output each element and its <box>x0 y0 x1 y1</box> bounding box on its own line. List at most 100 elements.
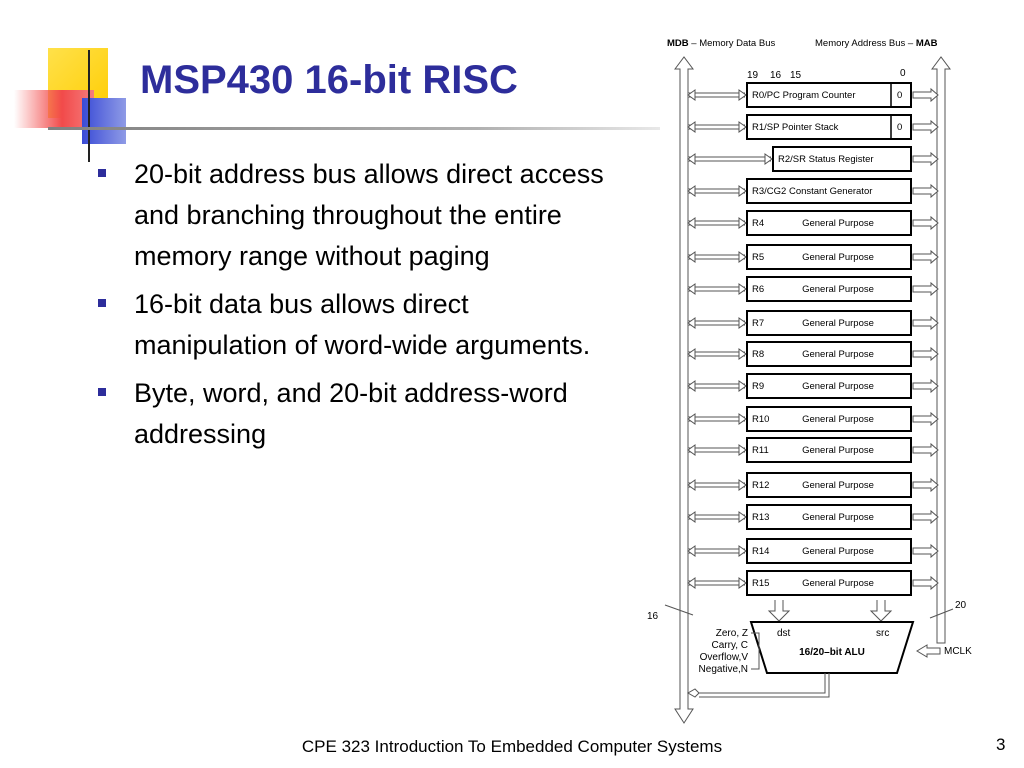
register-purpose: General Purpose <box>802 381 874 392</box>
mclk-label: MCLK <box>944 646 972 657</box>
bullet-item: 16-bit data bus allows direct manipulati… <box>96 284 626 366</box>
register-mdb-arrowheads <box>687 413 747 425</box>
flag-connector <box>751 632 760 670</box>
register-mab-link <box>912 249 939 265</box>
register-purpose: General Purpose <box>802 578 874 589</box>
register-row: R15 General Purpose <box>687 570 939 596</box>
register-name: R7 <box>752 318 764 329</box>
register-row: R1/SP Pointer Stack 0 <box>687 114 939 140</box>
cpu-block-diagram: MDB – Memory Data Bus Memory Address Bus… <box>647 38 972 724</box>
square-bullet-icon <box>98 299 106 307</box>
register-purpose: General Purpose <box>802 445 874 456</box>
register-mab-link <box>912 315 939 331</box>
register-box <box>746 570 912 596</box>
register-row: R10 General Purpose <box>687 406 939 432</box>
register-box <box>746 114 912 140</box>
register-mdb-arrowheads <box>687 380 747 392</box>
right-bus-width-label: 20 <box>955 600 967 611</box>
flag-carry: Carry, C <box>712 640 748 651</box>
register-mab-link <box>912 346 939 362</box>
alu-src-label: src <box>876 628 889 639</box>
dst-arrow <box>767 600 791 622</box>
register-mdb-arrowheads <box>687 348 747 360</box>
register-mab-link <box>912 411 939 427</box>
register-purpose: General Purpose <box>802 218 874 229</box>
alu-label: 16/20–bit ALU <box>799 647 865 658</box>
register-row: R2/SR Status Register <box>687 146 939 172</box>
flag-negative: Negative,N <box>699 664 748 675</box>
square-bullet-icon <box>98 388 106 396</box>
register-purpose: General Purpose <box>802 318 874 329</box>
register-name: R15 <box>752 578 769 589</box>
register-purpose: General Purpose <box>802 546 874 557</box>
register-mab-link <box>912 183 939 199</box>
register-name: R1/SP Pointer Stack <box>752 122 839 133</box>
bit-label-16: 16 <box>770 70 782 81</box>
register-name: R10 <box>752 414 769 425</box>
register-name: R6 <box>752 284 764 295</box>
bullet-item: 20-bit address bus allows direct access … <box>96 154 626 277</box>
register-mdb-arrowheads <box>687 217 747 229</box>
register-box <box>746 341 912 367</box>
register-purpose: General Purpose <box>802 349 874 360</box>
register-purpose: General Purpose <box>802 284 874 295</box>
register-mdb-arrowheads <box>687 121 747 133</box>
register-mdb-arrowheads <box>687 185 747 197</box>
alu-output-bar <box>699 673 830 698</box>
register-box <box>746 244 912 270</box>
register-purpose: General Purpose <box>802 414 874 425</box>
flag-overflow: Overflow,V <box>700 652 749 663</box>
register-box <box>746 437 912 463</box>
title-underline <box>48 127 660 130</box>
register-box <box>746 210 912 236</box>
register-mab-link <box>912 378 939 394</box>
footer-course-title: CPE 323 Introduction To Embedded Compute… <box>301 737 723 756</box>
register-purpose: General Purpose <box>802 480 874 491</box>
register-purpose: General Purpose <box>802 252 874 263</box>
register-name: R8 <box>752 349 764 360</box>
bit-label-0: 0 <box>900 68 906 79</box>
slide-title: MSP430 16-bit RISC <box>140 58 518 102</box>
register-mdb-arrowheads <box>687 511 747 523</box>
register-mab-link <box>912 151 939 167</box>
register-mab-link <box>912 543 939 559</box>
register-row: R6 General Purpose <box>687 276 939 302</box>
register-mdb-arrowheads <box>687 545 747 557</box>
register-mdb-arrowheads <box>687 153 773 165</box>
src-arrow <box>869 600 893 622</box>
register-name: R9 <box>752 381 764 392</box>
register-name: R2/SR Status Register <box>778 154 874 165</box>
memory-data-bus <box>674 56 694 724</box>
mclk-arrow <box>916 644 941 658</box>
register-box <box>746 82 912 108</box>
bullet-list: 20-bit address bus allows direct access … <box>96 154 626 462</box>
register-mdb-arrowheads <box>687 479 747 491</box>
register-box <box>746 276 912 302</box>
bullet-text: 20-bit address bus allows direct access … <box>134 159 604 271</box>
mdb-label: MDB – Memory Data Bus <box>667 38 775 49</box>
left-bus-width-tick <box>664 604 694 616</box>
register-mdb-arrowheads <box>687 89 747 101</box>
register-mab-link <box>912 575 939 591</box>
deco-red-bar <box>14 90 94 128</box>
memory-address-bus <box>931 56 951 644</box>
register-box <box>746 504 912 530</box>
register-name: R13 <box>752 512 769 523</box>
register-mdb-arrowheads <box>687 577 747 589</box>
register-mdb-arrowheads <box>687 317 747 329</box>
register-mab-link <box>912 442 939 458</box>
bullet-text: Byte, word, and 20-bit address-word addr… <box>134 378 568 449</box>
register-box <box>746 373 912 399</box>
bullet-item: Byte, word, and 20-bit address-word addr… <box>96 373 626 455</box>
register-mab-link <box>912 119 939 135</box>
register-name: R11 <box>752 445 769 456</box>
register-lsb-fixed: 0 <box>897 122 902 133</box>
register-box <box>746 472 912 498</box>
register-mab-link <box>912 215 939 231</box>
register-row: R8 General Purpose <box>687 341 939 367</box>
corner-decoration <box>0 0 140 170</box>
bit-label-19: 19 <box>747 70 759 81</box>
